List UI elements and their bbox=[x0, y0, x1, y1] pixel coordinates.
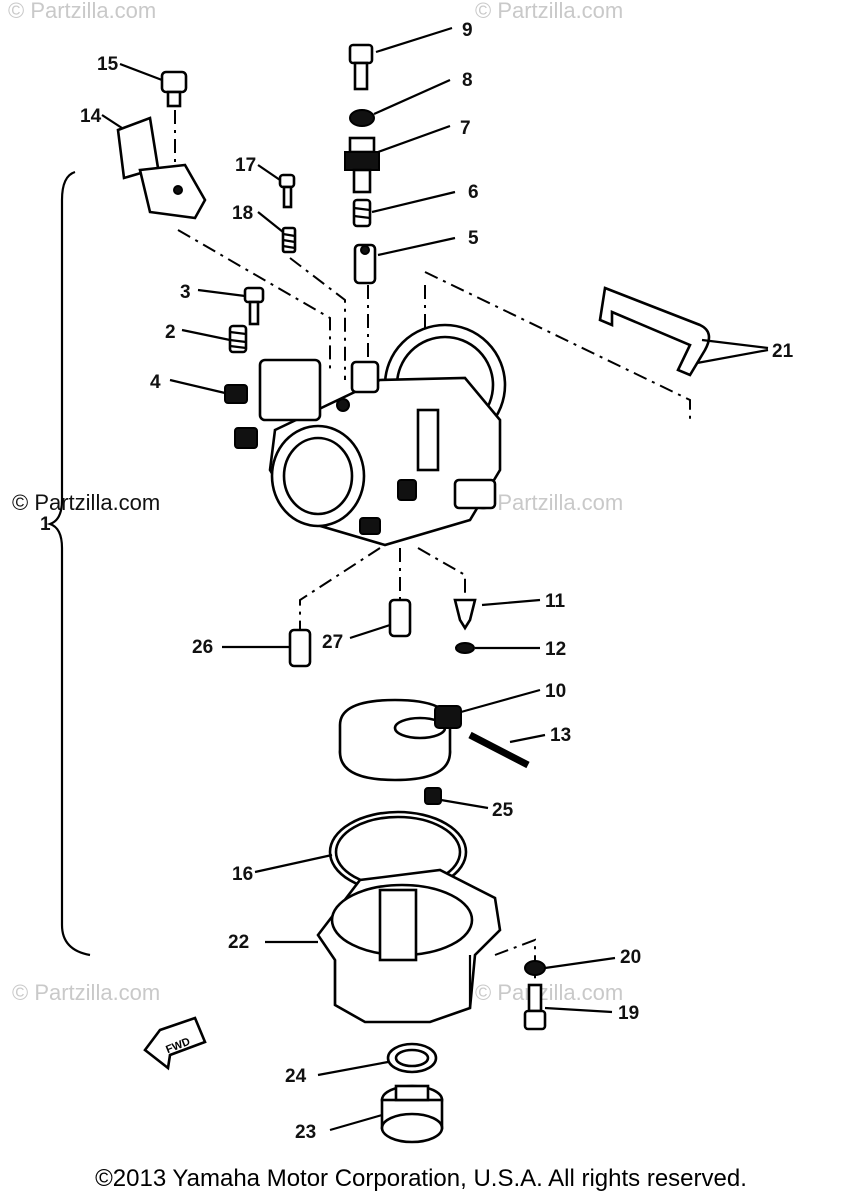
alignment-line-11 bbox=[417, 547, 466, 598]
callout-10: 10 bbox=[545, 681, 566, 702]
callout-22: 22 bbox=[228, 932, 249, 953]
alignment-line-21 bbox=[424, 271, 691, 420]
alignment-line-14 bbox=[177, 229, 331, 370]
part-27-jet bbox=[388, 598, 412, 638]
part-8-washer bbox=[349, 109, 375, 127]
leader-lines bbox=[101, 26, 616, 1132]
callout-14: 14 bbox=[80, 106, 102, 127]
copyright-notice: ©2013 Yamaha Motor Corporation, U.S.A. A… bbox=[95, 1165, 747, 1192]
part-15-screw bbox=[160, 70, 188, 108]
part-22-float-bowl bbox=[316, 868, 502, 1024]
callout-18: 18 bbox=[232, 203, 253, 224]
part-25-screw bbox=[424, 787, 442, 805]
part-20-washer bbox=[524, 960, 546, 976]
alignment-line-19 bbox=[494, 938, 536, 985]
part-18-spring bbox=[281, 226, 297, 254]
watermark-top-left: © Partzilla.com bbox=[8, 0, 156, 23]
callout-15: 15 bbox=[97, 54, 119, 75]
part-24-o-ring bbox=[386, 1042, 438, 1074]
callout-17: 17 bbox=[235, 155, 256, 176]
callout-5: 5 bbox=[468, 228, 479, 249]
callout-11: 11 bbox=[545, 591, 566, 612]
callout-25: 25 bbox=[492, 800, 514, 821]
part-7-fitting bbox=[344, 136, 380, 194]
part-6-spring bbox=[352, 198, 372, 228]
part-17-screw bbox=[278, 173, 296, 209]
watermark-top-right: © Partzilla.com bbox=[475, 0, 623, 23]
callout-4: 4 bbox=[150, 372, 161, 393]
part-14-lever-bracket bbox=[116, 116, 207, 220]
carburetor-body bbox=[234, 323, 507, 547]
callout-19: 19 bbox=[618, 1003, 639, 1024]
callout-23: 23 bbox=[295, 1122, 316, 1143]
alignment-line-26 bbox=[299, 547, 381, 635]
part-5-needle bbox=[353, 243, 377, 285]
callout-2: 2 bbox=[165, 322, 176, 343]
part-12-clip bbox=[455, 642, 475, 654]
part-11-needle-valve bbox=[453, 598, 477, 631]
part-19-screw bbox=[523, 983, 547, 1031]
part-9-screw bbox=[348, 43, 374, 91]
callout-9: 9 bbox=[462, 20, 473, 41]
callout-3: 3 bbox=[180, 282, 191, 303]
callout-27: 27 bbox=[322, 632, 343, 653]
callout-13: 13 bbox=[550, 725, 571, 746]
callout-8: 8 bbox=[462, 70, 473, 91]
fwd-arrow-icon: FWD bbox=[143, 1016, 207, 1071]
callout-21: 21 bbox=[772, 341, 794, 362]
callout-16: 16 bbox=[232, 864, 253, 885]
part-21-hose bbox=[598, 286, 769, 377]
callout-7: 7 bbox=[460, 118, 471, 139]
callout-1: 1 bbox=[40, 514, 51, 535]
assembly-bracket bbox=[46, 170, 91, 957]
alignment-line-18 bbox=[289, 257, 346, 380]
part-26-jet bbox=[288, 628, 312, 668]
part-10-float bbox=[338, 698, 462, 782]
watermark-middle-left: © Partzilla.com bbox=[12, 490, 160, 515]
callout-26: 26 bbox=[192, 637, 213, 658]
callout-24: 24 bbox=[285, 1066, 307, 1087]
callout-labels: 1 2 3 4 5 6 7 8 9 10 11 12 13 14 15 16 1… bbox=[40, 20, 794, 1143]
part-2-spring bbox=[228, 324, 248, 354]
callout-6: 6 bbox=[468, 182, 479, 203]
callout-20: 20 bbox=[620, 947, 641, 968]
part-4-nut bbox=[224, 384, 248, 404]
part-23-drain-plug bbox=[380, 1084, 444, 1144]
watermark-middle-right: © Partzilla.com bbox=[475, 490, 623, 515]
watermark-bottom-left: © Partzilla.com bbox=[12, 980, 160, 1005]
watermark-bottom-right: © Partzilla.com bbox=[475, 980, 623, 1005]
callout-12: 12 bbox=[545, 639, 566, 660]
part-3-screw bbox=[243, 286, 265, 326]
part-13-pin bbox=[468, 731, 530, 769]
